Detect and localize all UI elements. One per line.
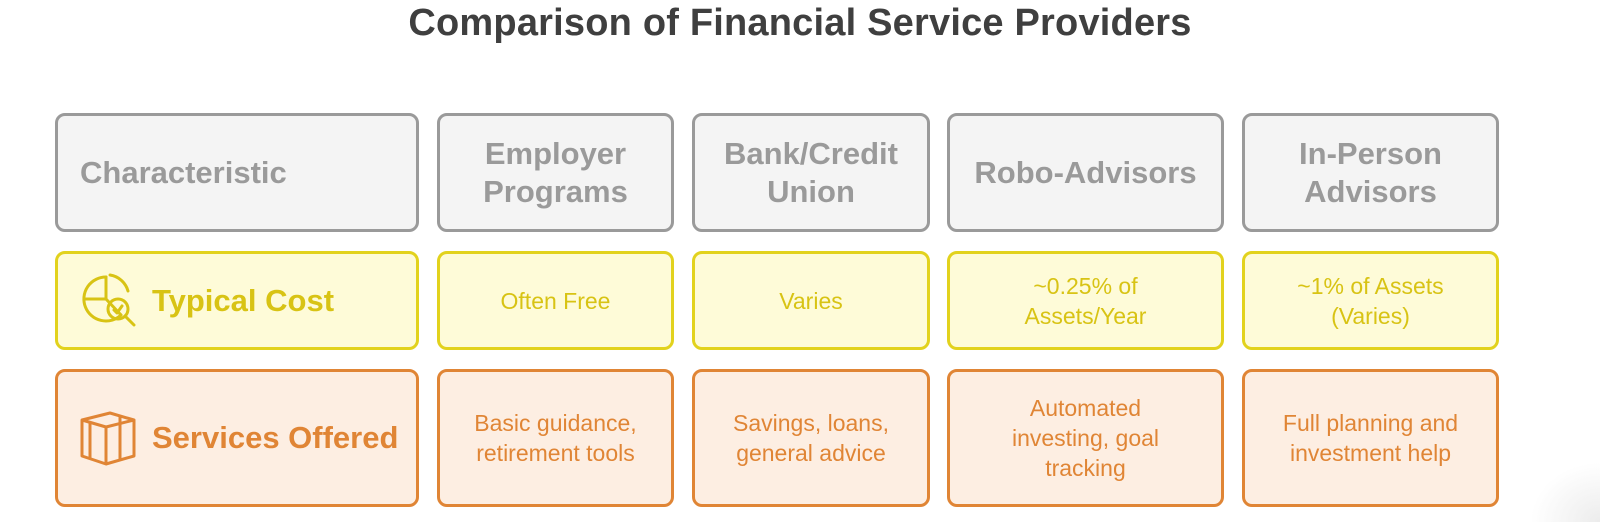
- cost-employer-programs-value: Often Free: [500, 287, 611, 314]
- services-in-person-advisors-value: Full planning and investment help: [1282, 410, 1459, 466]
- box-icon: [80, 411, 136, 466]
- header-robo-advisors: Robo-Advisors: [947, 113, 1224, 232]
- header-in-person-advisors-label: In-Person Advisors: [1299, 135, 1442, 209]
- page-title: Comparison of Financial Service Provider…: [408, 2, 1192, 44]
- header-characteristic: Characteristic: [55, 113, 419, 232]
- header-employer-programs-label: Employer Programs: [483, 135, 628, 209]
- services-in-person-advisors: Full planning and investment help: [1242, 369, 1499, 507]
- row-label-services-offered: Services Offered: [55, 369, 419, 507]
- services-employer-programs-value: Basic guidance, retirement tools: [474, 410, 637, 466]
- row-label-services-offered-text: Services Offered: [152, 420, 399, 455]
- cost-robo-advisors-value: ~0.25% of Assets/Year: [1024, 272, 1147, 329]
- services-bank-credit-union-value: Savings, loans, general advice: [733, 410, 889, 466]
- header-robo-advisors-label: Robo-Advisors: [974, 154, 1197, 190]
- header-employer-programs: Employer Programs: [437, 113, 674, 232]
- header-characteristic-label: Characteristic: [80, 154, 287, 190]
- cost-bank-credit-union-value: Varies: [779, 287, 843, 314]
- services-robo-advisors-value: Automated investing, goal tracking: [1011, 395, 1160, 481]
- row-label-typical-cost-text: Typical Cost: [152, 282, 335, 318]
- cost-in-person-advisors: ~1% of Assets (Varies): [1242, 251, 1499, 350]
- services-bank-credit-union: Savings, loans, general advice: [692, 369, 930, 507]
- services-employer-programs: Basic guidance, retirement tools: [437, 369, 674, 507]
- header-in-person-advisors: In-Person Advisors: [1242, 113, 1499, 232]
- corner-shadow: [1530, 462, 1600, 522]
- row-label-typical-cost: Typical Cost: [55, 251, 419, 350]
- cost-in-person-advisors-value: ~1% of Assets (Varies): [1297, 272, 1444, 329]
- cost-robo-advisors: ~0.25% of Assets/Year: [947, 251, 1224, 350]
- services-robo-advisors: Automated investing, goal tracking: [947, 369, 1224, 507]
- header-bank-credit-union: Bank/Credit Union: [692, 113, 930, 232]
- cost-bank-credit-union: Varies: [692, 251, 930, 350]
- header-bank-credit-union-label: Bank/Credit Union: [724, 135, 898, 209]
- cost-employer-programs: Often Free: [437, 251, 674, 350]
- cost-analysis-icon: [82, 273, 136, 326]
